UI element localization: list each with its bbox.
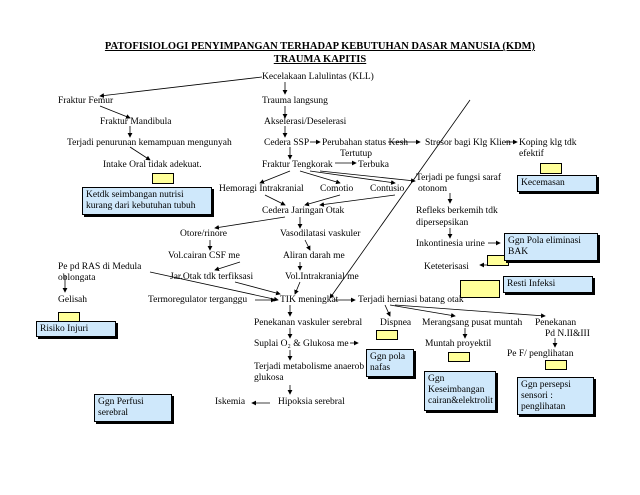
node-dipersepsikan: dipersepsikan [416, 218, 469, 228]
node-fraktur-tengkorak: Fraktur Tengkorak [262, 160, 333, 170]
node-merangsang: Merangsang pusat muntah [422, 318, 523, 328]
connector-box [448, 352, 470, 362]
node-pd-n: Pd N.II&III [545, 329, 590, 339]
connector-box [460, 280, 500, 298]
node-terbuka: Terbuka [358, 160, 389, 170]
node-tertutup: Tertutup [340, 149, 373, 159]
diagnosis-kecemasan: Kecemasan [517, 175, 597, 192]
diagnosis-nutrisi: Ketdk seimbangan nutrisi kurang dari keb… [82, 187, 212, 215]
node-comotio: Comotio [320, 184, 354, 194]
node-dispnea: Dispnea [380, 318, 412, 328]
node-aliran-darah: Aliran darah me [283, 251, 345, 261]
node-termoregulator: Termoregulator terganggu [148, 295, 248, 305]
node-penekanan-pd: Penekanan [535, 318, 577, 328]
node-perubahan-status: Perubahan status Kesh [322, 138, 409, 148]
node-herniasi: Terjadi herniasi batang otak [358, 295, 464, 305]
connector-box [152, 173, 174, 184]
title-line-2: TRAUMA KAPITIS [273, 54, 367, 65]
node-stresor: Stresor bagi Klg Klien [425, 138, 511, 148]
node-penekanan-vaskuler: Penekanan vaskuler serebral [254, 318, 363, 328]
connector-box [540, 163, 562, 174]
node-pe-pd-ras: Pe pd RAS di Medula [58, 262, 142, 272]
node-metabolisme: Terjadi metabolisme anaerob [254, 362, 365, 372]
connector-box [545, 360, 567, 370]
node-contusio: Contusio [370, 184, 405, 194]
node-intake-oral: Intake Oral tidak adekuat. [103, 160, 202, 170]
node-gelisah: Gelisah [58, 295, 88, 305]
node-cedera-ssp: Cedera SSP [264, 138, 310, 148]
connector-box [376, 330, 398, 340]
node-glukosa: glukosa [254, 373, 284, 383]
node-jar-otak: Jar.Otak tdk terfiksasi [170, 272, 254, 282]
node-koping: Koping klg tdk [519, 138, 577, 148]
node-terjadi-pe-fungsi: Terjadi pe fungsi saraf [416, 173, 502, 183]
node-efektif: efektif [519, 149, 544, 159]
node-vol-intrakranial: Vol.Intrakranial me [285, 272, 359, 282]
node-cedera-jaringan: Cedera Jaringan Otak [262, 206, 345, 216]
diagnosis-perfusi: Ggn Perfusi serebral [94, 394, 172, 422]
node-pe-f-penglihatan: Pe F/ penglihatan [507, 349, 574, 359]
node-penurunan-kemampuan: Terjadi penurunan kemampuan mengunyah [67, 138, 232, 148]
node-refleks: Refleks berkemih tdk [416, 206, 498, 216]
node-trauma-langsung: Trauma langsung [262, 96, 328, 106]
diagnosis-injuri: Risiko Injuri [36, 321, 116, 337]
node-keteterisasi: Keteterisasi [424, 262, 469, 272]
node-oblongata: oblongata [58, 273, 96, 283]
node-muntah: Muntah proyektil [425, 339, 492, 349]
node-vol-cairan: Vol.cairan CSF me [168, 251, 240, 261]
node-hemoragi: Hemoragi Intrakranial [219, 184, 304, 194]
node-hipoksia: Hipoksia serebral [278, 397, 345, 407]
node-tik-meningkat: TIK meningkat [280, 295, 339, 305]
node-otore: Otore/rinore [180, 229, 227, 239]
node-kll: Kecelakaan Lalulintas (KLL) [262, 72, 374, 82]
node-fraktur-mandibula: Fraktur Mandibula [100, 117, 172, 127]
node-fraktur-femur: Fraktur Femur [58, 96, 114, 106]
node-inkontinesia: Inkontinesia urine [416, 239, 485, 249]
diagnosis-keseimbangan: Ggn Keseimbangan cairan&elektrolit [424, 371, 496, 411]
diagnosis-persepsi: Ggn persepsi sensori : penglihatan [517, 377, 594, 415]
node-vasodilatasi: Vasodilatasi vaskuler [280, 229, 361, 239]
node-akselerasi: Akselerasi/Deselerasi [264, 117, 347, 127]
title-line-1: PATOFISIOLOGI PENYIMPANGAN TERHADAP KEBU… [104, 41, 536, 52]
node-iskemia: Iskemia [215, 397, 246, 407]
node-suplai: Suplai O₂ & Glukosa me [254, 339, 349, 349]
diagnosis-eliminasi: Ggn Pola eliminasi BAK [504, 233, 598, 261]
diagnosis-infeksi: Resti Infeksi [503, 276, 593, 293]
diagnosis-pola-nafas: Ggn pola nafas [366, 349, 414, 377]
node-otonom: otonom [418, 184, 448, 194]
